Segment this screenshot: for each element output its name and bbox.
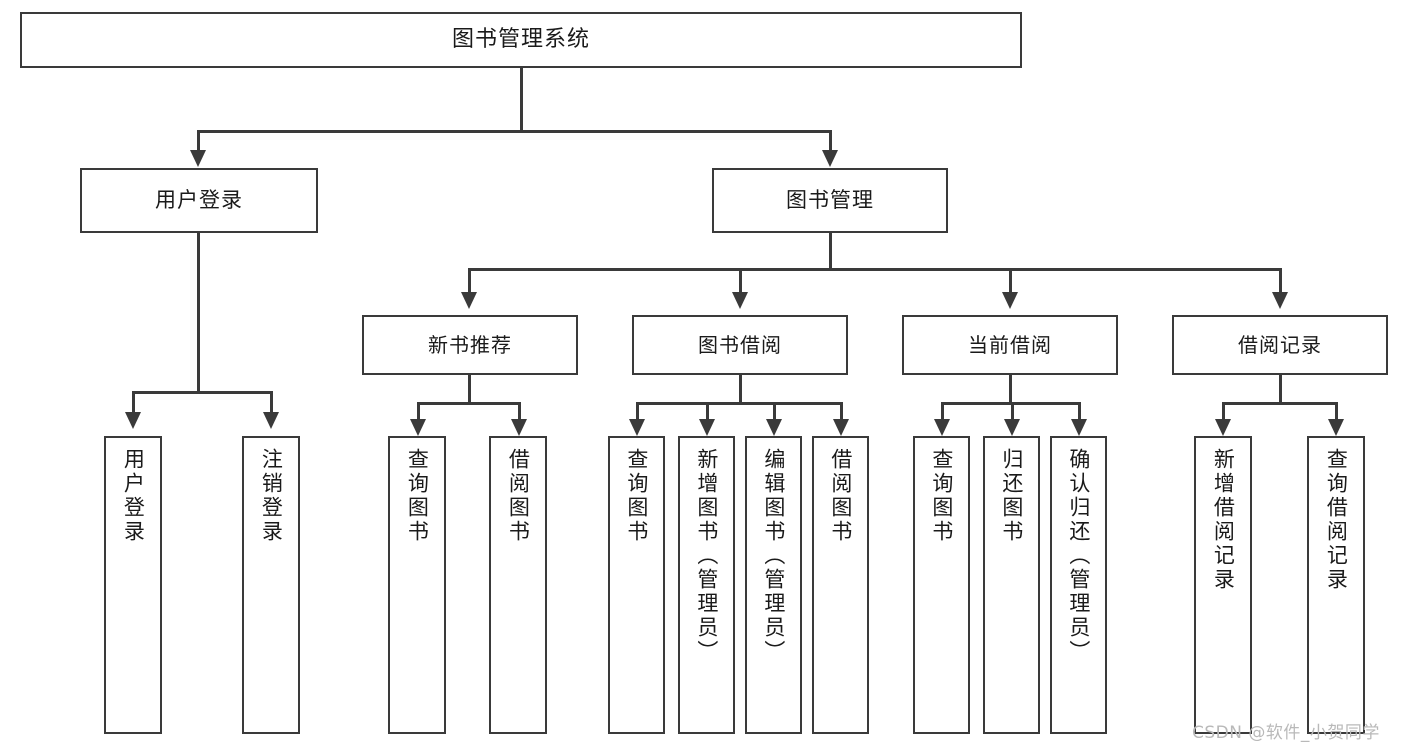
node-label: 查询图书 (405, 448, 430, 544)
node-root-book-management-system[interactable]: 图书管理系统 (20, 12, 1022, 68)
connector-current-borrow-stem (1009, 375, 1012, 404)
leaf-borrow-book-new[interactable]: 借阅图书 (489, 436, 547, 734)
arrowhead-borrow-record (1272, 292, 1288, 309)
node-label: 当前借阅 (968, 332, 1052, 357)
connector-drop-cb-leaf-1 (941, 402, 944, 420)
connector-drop-cb-leaf-3 (1078, 402, 1081, 420)
connector-drop-br-leaf-2 (1335, 402, 1338, 420)
arrowhead-current-borrow (1002, 292, 1018, 309)
leaf-logout[interactable]: 注销登录 (242, 436, 300, 734)
node-book-borrow[interactable]: 图书借阅 (632, 315, 848, 375)
arrowhead-br-leaf-1 (1215, 419, 1231, 436)
node-label: 确认归还（管理员） (1066, 448, 1091, 664)
node-label: 归还图书 (999, 448, 1024, 544)
connector-drop-borrow-record (1279, 268, 1282, 293)
leaf-add-book-admin[interactable]: 新增图书（管理员） (678, 436, 735, 734)
node-book-management[interactable]: 图书管理 (712, 168, 948, 233)
arrowhead-br-leaf-2 (1328, 419, 1344, 436)
connector-level3-bus (468, 268, 1282, 271)
connector-book-management-stem (829, 233, 832, 270)
connector-user-login-stem (197, 233, 200, 393)
node-current-borrow[interactable]: 当前借阅 (902, 315, 1118, 375)
node-label: 查询图书 (929, 448, 954, 544)
connector-root-stem (520, 68, 523, 132)
node-label: 借阅图书 (828, 448, 853, 544)
csdn-watermark: CSDN @软件_小贺同学 (1192, 723, 1380, 743)
node-label: 编辑图书（管理员） (761, 448, 786, 664)
leaf-borrow-book[interactable]: 借阅图书 (812, 436, 869, 734)
connector-drop-nb-leaf-1 (417, 402, 420, 420)
connector-drop-book-management (829, 130, 832, 152)
connector-book-borrow-bus (636, 402, 842, 405)
leaf-query-borrow-record[interactable]: 查询借阅记录 (1307, 436, 1365, 734)
leaf-user-login[interactable]: 用户登录 (104, 436, 162, 734)
arrowhead-nb-leaf-2 (511, 419, 527, 436)
connector-drop-bb-leaf-4 (840, 402, 843, 420)
node-user-login[interactable]: 用户登录 (80, 168, 318, 233)
connector-user-login-bus (132, 391, 270, 394)
arrowhead-bb-leaf-2 (699, 419, 715, 436)
node-label: 图书管理 (786, 188, 874, 213)
connector-new-book-stem (468, 375, 471, 404)
connector-drop-current-borrow (1009, 268, 1012, 293)
leaf-edit-book-admin[interactable]: 编辑图书（管理员） (745, 436, 802, 734)
node-borrow-record[interactable]: 借阅记录 (1172, 315, 1388, 375)
arrowhead-cb-leaf-3 (1071, 419, 1087, 436)
node-label: 注销登录 (259, 448, 284, 544)
node-label: 用户登录 (121, 448, 146, 544)
node-new-book-recommend[interactable]: 新书推荐 (362, 315, 578, 375)
arrowhead-leaf-user-login (125, 412, 141, 429)
node-label: 查询图书 (624, 448, 649, 544)
arrowhead-cb-leaf-2 (1004, 419, 1020, 436)
arrowhead-cb-leaf-1 (934, 419, 950, 436)
connector-current-borrow-bus (941, 402, 1078, 405)
connector-drop-bb-leaf-2 (706, 402, 709, 420)
arrowhead-bb-leaf-4 (833, 419, 849, 436)
arrowhead-book-borrow (732, 292, 748, 309)
arrowhead-nb-leaf-1 (410, 419, 426, 436)
leaf-add-borrow-record[interactable]: 新增借阅记录 (1194, 436, 1252, 734)
node-label: 借阅记录 (1238, 332, 1322, 357)
arrowhead-bb-leaf-1 (629, 419, 645, 436)
connector-drop-leaf-logout (270, 391, 273, 413)
connector-drop-book-borrow (739, 268, 742, 293)
connector-drop-user-login (197, 130, 200, 152)
node-label: 用户登录 (155, 188, 243, 213)
node-label: 图书管理系统 (451, 27, 590, 53)
node-label: 图书借阅 (698, 332, 782, 357)
leaf-confirm-return-admin[interactable]: 确认归还（管理员） (1050, 436, 1107, 734)
node-label: 借阅图书 (506, 448, 531, 544)
connector-book-borrow-stem (739, 375, 742, 404)
connector-drop-bb-leaf-1 (636, 402, 639, 420)
leaf-query-book-current[interactable]: 查询图书 (913, 436, 970, 734)
arrowhead-leaf-logout (263, 412, 279, 429)
leaf-return-book[interactable]: 归还图书 (983, 436, 1040, 734)
node-label: 新增借阅记录 (1211, 448, 1236, 592)
connector-level2-bus (197, 130, 832, 133)
arrowhead-bb-leaf-3 (766, 419, 782, 436)
connector-borrow-record-bus (1222, 402, 1337, 405)
leaf-query-book-new[interactable]: 查询图书 (388, 436, 446, 734)
arrowhead-user-login (190, 150, 206, 167)
connector-drop-cb-leaf-2 (1011, 402, 1014, 420)
connector-drop-nb-leaf-2 (518, 402, 521, 420)
leaf-query-book-borrow[interactable]: 查询图书 (608, 436, 665, 734)
connector-borrow-record-stem (1279, 375, 1282, 404)
node-label: 新增图书（管理员） (694, 448, 719, 664)
connector-drop-bb-leaf-3 (773, 402, 776, 420)
arrowhead-book-management (822, 150, 838, 167)
connector-new-book-bus (417, 402, 520, 405)
connector-drop-new-book (468, 268, 471, 293)
connector-drop-leaf-user-login (132, 391, 135, 413)
node-label: 查询借阅记录 (1324, 448, 1349, 592)
node-label: 新书推荐 (428, 332, 512, 357)
arrowhead-new-book (461, 292, 477, 309)
connector-drop-br-leaf-1 (1222, 402, 1225, 420)
